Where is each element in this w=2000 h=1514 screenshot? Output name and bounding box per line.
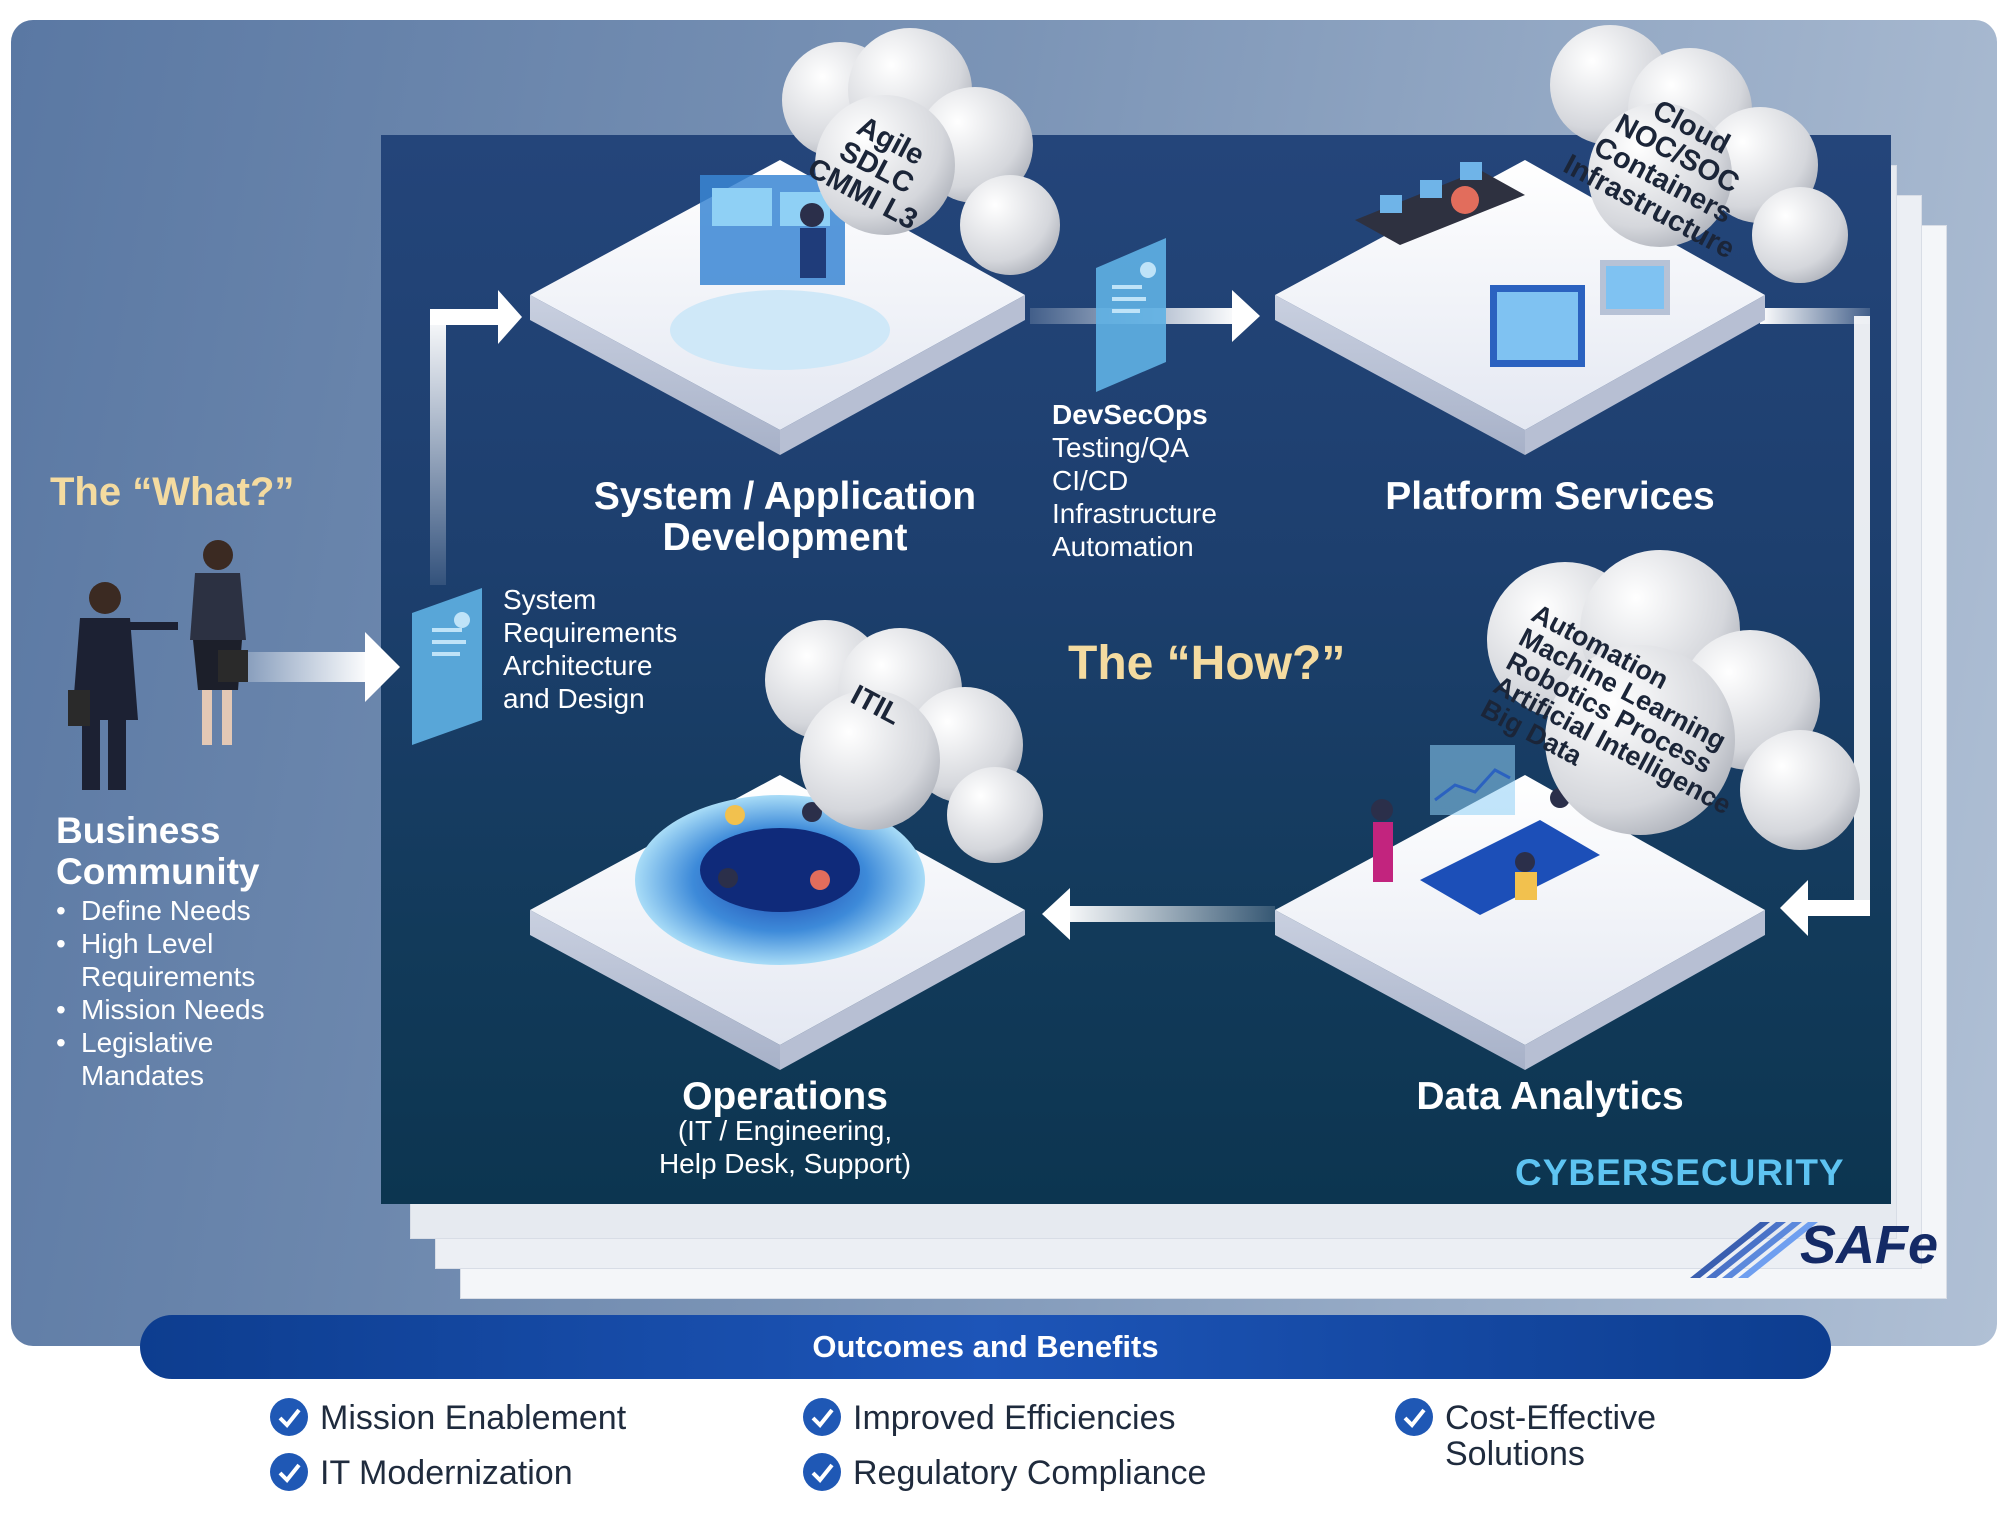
- checkmark-icon: [1395, 1398, 1433, 1436]
- list-item: High Level Requirements: [81, 928, 256, 992]
- outcome-label-line: Cost-Effective: [1445, 1399, 1657, 1437]
- cloud-analytics: [1487, 550, 1860, 850]
- sysdev-platform: [530, 160, 1025, 455]
- business-needs-list: •Define Needs •High Level Requirements •…: [56, 894, 386, 1092]
- devsecops-line: Infrastructure: [1052, 498, 1217, 529]
- operations-title: Operations: [682, 1075, 888, 1118]
- list-item: Legislative Mandates: [81, 1027, 214, 1091]
- meeting-table-illustration: [1420, 820, 1600, 915]
- list-item: Mission Needs: [81, 994, 265, 1025]
- outcomes-title: Outcomes and Benefits: [140, 1315, 1831, 1379]
- outcome-label: IT Modernization: [320, 1454, 573, 1492]
- operations-subtitle-line: Help Desk, Support): [658, 1148, 912, 1179]
- devsecops-line: Automation: [1052, 531, 1194, 562]
- safe-logo-text: SAFe: [1800, 1215, 1939, 1275]
- outcome-item: IT Modernization: [270, 1453, 573, 1493]
- checkmark-icon: [270, 1453, 308, 1491]
- cloud-itil: [765, 620, 1043, 863]
- arrow-business-to-requirements: [235, 632, 400, 702]
- sysdev-title-line: Development: [662, 516, 908, 559]
- outcome-item: Cost-Effective Solutions: [1395, 1398, 1656, 1472]
- operations-subtitle: (IT / Engineering, Help Desk, Support): [585, 1114, 985, 1180]
- requirements-line: Requirements: [503, 617, 678, 648]
- requirements-text: System Requirements Architecture and Des…: [503, 583, 677, 715]
- operations-subtitle-line: (IT / Engineering,: [677, 1115, 893, 1146]
- platform-services-title: Platform Services: [1385, 475, 1715, 518]
- cloud-platform: [1550, 25, 1848, 283]
- outcome-item: Improved Efficiencies: [803, 1398, 1176, 1438]
- checkmark-icon: [803, 1453, 841, 1491]
- sysdev-title-line: System / Application: [593, 475, 977, 518]
- devsecops-line: Testing/QA: [1052, 432, 1189, 463]
- operations-platform: [530, 775, 1025, 1070]
- data-analytics-platform: [1275, 745, 1765, 1070]
- arrow-analytics-to-operations: [1042, 888, 1275, 940]
- safe-logo-mark: [1690, 1222, 1818, 1278]
- requirements-line: Architecture: [503, 650, 653, 681]
- business-community-block: Business Community •Define Needs •High L…: [56, 810, 386, 1092]
- dashboard-screen-illustration: [1430, 745, 1515, 815]
- arrow-requirements-to-sysdev: [430, 290, 522, 585]
- list-item: Define Needs: [81, 895, 251, 926]
- how-heading: The “How?”: [1068, 637, 1346, 690]
- cybersecurity-label: CYBERSECURITY: [1515, 1152, 1845, 1193]
- outcome-item: Regulatory Compliance: [803, 1453, 1207, 1493]
- checkmark-icon: [270, 1398, 308, 1436]
- requirements-document-icon: [412, 588, 482, 745]
- outcome-item: Mission Enablement: [270, 1398, 627, 1438]
- requirements-line: and Design: [503, 683, 645, 714]
- business-people-illustration: [68, 540, 248, 790]
- devsecops-text: DevSecOps Testing/QA CI/CD Infrastructur…: [1052, 398, 1217, 563]
- outcome-label: Cost-Effective Solutions: [1445, 1400, 1656, 1472]
- cloud-agile: [782, 28, 1060, 275]
- desk-illustration: [1355, 170, 1525, 245]
- business-community-title: Business Community: [56, 810, 260, 892]
- what-heading: The “What?”: [50, 470, 295, 514]
- outcome-label: Improved Efficiencies: [853, 1399, 1176, 1437]
- data-analytics-title: Data Analytics: [1416, 1075, 1684, 1118]
- arrow-platform-to-analytics: [1760, 308, 1870, 936]
- sysdev-title: System / Application Development: [545, 476, 1025, 558]
- outcome-label: Mission Enablement: [320, 1399, 627, 1437]
- checkmark-icon: [803, 1398, 841, 1436]
- devsecops-line: CI/CD: [1052, 465, 1129, 496]
- outcome-label: Regulatory Compliance: [853, 1454, 1207, 1492]
- requirements-line: System: [503, 584, 597, 615]
- outcome-label-line: Solutions: [1445, 1435, 1585, 1473]
- devsecops-document-icon: [1096, 238, 1166, 392]
- devsecops-heading: DevSecOps: [1052, 399, 1208, 430]
